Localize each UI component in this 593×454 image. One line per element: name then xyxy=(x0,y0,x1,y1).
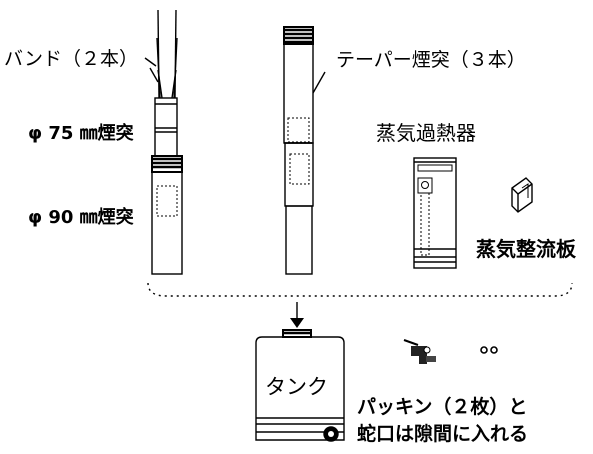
band-wires xyxy=(149,9,178,99)
steam-superheater xyxy=(413,157,457,269)
taper-chimney-label: テーパー煙突（３本） xyxy=(336,49,526,71)
chimney-90 xyxy=(151,155,183,275)
grouping-bracket xyxy=(147,282,573,297)
taper-chimney xyxy=(283,26,326,275)
faucet xyxy=(403,339,436,364)
rectifier-label: 蒸気整流板 xyxy=(476,237,576,261)
superheater-label: 蒸気過熱器 xyxy=(376,121,476,145)
packings xyxy=(480,346,498,354)
packing-note-line2: 蛇口は隙間に入れる xyxy=(357,423,529,445)
chimney-90-label: φ 90 ㎜煙突 xyxy=(28,207,134,228)
band-label: バンド（２本） xyxy=(4,48,138,70)
tank xyxy=(255,329,345,442)
chimney-75 xyxy=(154,97,178,157)
arrow-head xyxy=(290,318,304,328)
chimney-75-label: φ 75 ㎜煙突 xyxy=(28,123,134,144)
band-leader xyxy=(144,57,157,67)
steam-rectifier xyxy=(511,177,533,213)
tank-label: タンク xyxy=(265,375,328,399)
packing-note-line1: パッキン（２枚）と xyxy=(357,396,528,418)
